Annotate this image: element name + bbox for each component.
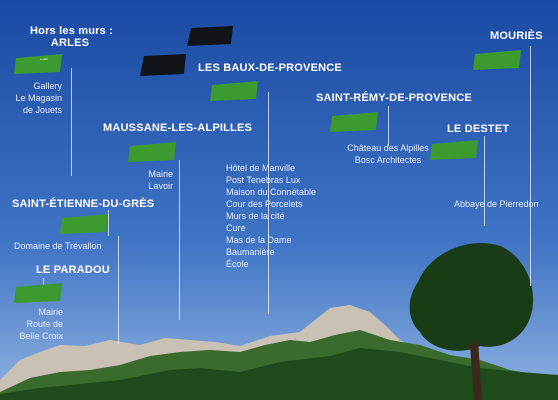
town-mouries: MOURIÈS: [490, 30, 543, 42]
venue-item: Post Tenebras Lux: [226, 175, 301, 185]
header-town-arles: ARLES: [50, 37, 90, 49]
festival-flag-mid: [140, 54, 188, 76]
festival-flag-arles: e-part: [14, 54, 64, 74]
venue-item: Domaine de Trévallon: [14, 241, 102, 251]
festival-flag-destet: [430, 140, 480, 160]
venue-list-le-destet: Abbaye de Pierredon: [454, 198, 539, 210]
town-saint-remy: SAINT-RÉMY-DE-PROVENCE: [316, 92, 472, 104]
venue-list-saint-etienne: Domaine de Trévallon: [14, 240, 102, 252]
town-saint-etienne: SAINT-ÉTIENNE-DU-GRÈS: [12, 198, 155, 210]
town-les-baux: LES BAUX-DE-PROVENCE: [198, 62, 342, 74]
town-le-destet: LE DESTET: [447, 123, 510, 135]
venue-item: Château des Alpilles: [347, 143, 429, 153]
venue-item: Cure: [226, 223, 246, 233]
festival-flag-mouries: [473, 50, 523, 70]
venue-list-le-paradou: Mairie Route de Belle Croix: [0, 306, 63, 342]
svg-text:e-part: e-part: [40, 57, 48, 61]
venue-item: Hôtel de Manville: [226, 163, 296, 173]
town-maussane: MAUSSANE-LES-ALPILLES: [103, 122, 253, 134]
festival-flag-maussane: [128, 142, 178, 162]
venue-list-maussane: Mairie Lavoir: [118, 168, 173, 192]
festival-flag-saintremy: [330, 112, 380, 132]
festival-flag-paradou: [14, 283, 64, 303]
venue-item: de Jouets: [22, 105, 62, 115]
header-line1: Hors les murs :: [30, 25, 114, 37]
festival-flag-baux: [210, 81, 260, 101]
venue-item: Mas de la Dame: [226, 235, 292, 245]
venue-item: Baumanière: [226, 247, 275, 257]
venue-item: Murs de la cité: [226, 211, 285, 221]
venue-item: Mairie: [148, 169, 173, 179]
festival-flag-saintetienne: [60, 214, 110, 234]
venue-item: Cour des Porcelets: [226, 199, 303, 209]
festival-flag-top: [187, 26, 235, 46]
venue-item: Bosc Architectes: [354, 155, 422, 165]
venue-item: Lavoir: [148, 181, 173, 191]
venue-item: Route de: [26, 319, 63, 329]
venue-item: Maison du Connétable: [226, 187, 317, 197]
venue-item: Gallery: [33, 81, 62, 91]
venue-item: École: [226, 259, 249, 269]
venue-item: Abbaye de Pierredon: [454, 199, 539, 209]
venue-list-saint-remy: Château des Alpilles Bosc Architectes: [318, 142, 458, 166]
venue-list-baux: Hôtel de Manville Post Tenebras Lux Mais…: [226, 162, 316, 270]
venue-list-arles: Gallery Le Magasin de Jouets: [0, 80, 62, 116]
town-le-paradou: LE PARADOU: [36, 264, 110, 276]
venue-item: Le Magasin: [15, 93, 62, 103]
venue-item: Mairie: [38, 307, 63, 317]
venue-item: Belle Croix: [19, 331, 63, 341]
